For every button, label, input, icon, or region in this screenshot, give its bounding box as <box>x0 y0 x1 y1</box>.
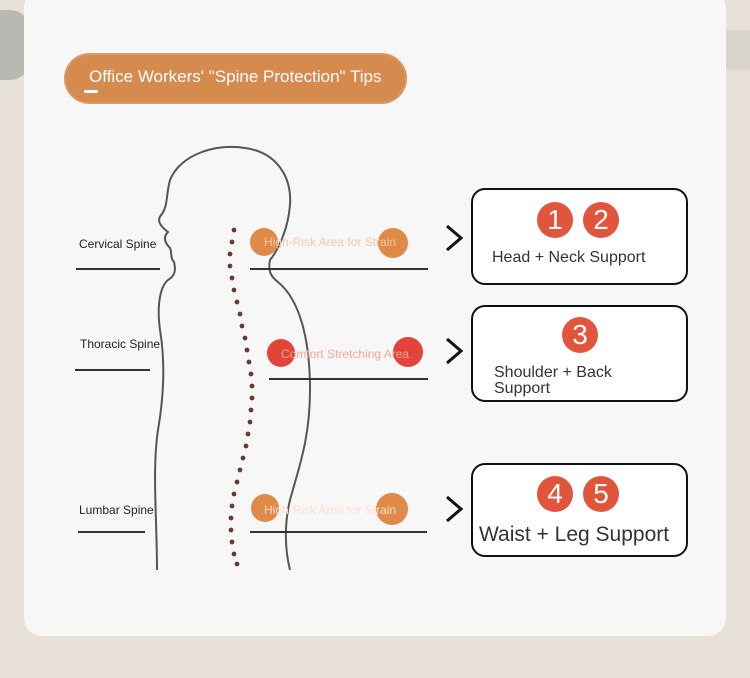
zone-underline <box>250 268 428 270</box>
support-text: Head + Neck Support <box>492 249 646 266</box>
step-badge: 2 <box>583 202 619 238</box>
spine-dots <box>227 227 255 567</box>
step-badge: 3 <box>562 317 598 353</box>
zone-underline <box>269 378 428 380</box>
zone-label: Comfort Stretching Area <box>281 347 410 361</box>
step-badge: 5 <box>583 476 619 512</box>
support-box-shoulder-back: 3 Shoulder + Back Support <box>471 305 688 402</box>
cervical-spine-label: Cervical Spine <box>79 237 157 251</box>
zone-marker-right <box>393 337 423 367</box>
support-text: Waist + Leg Support <box>479 523 670 546</box>
zone-marker-right <box>376 493 408 525</box>
support-text-line2: Support <box>494 380 551 397</box>
zone-marker-left <box>267 339 295 367</box>
chevron-right-icon <box>446 337 464 365</box>
zone-underline <box>250 531 427 533</box>
body-outline <box>154 146 312 571</box>
step-badge: 4 <box>537 476 573 512</box>
chevron-right-icon <box>446 224 464 252</box>
zone-label: High-Risk Area for Strain <box>264 235 397 249</box>
zone-marker-left <box>251 494 279 522</box>
support-box-waist-leg: 4 5 Waist + Leg Support <box>471 463 688 557</box>
title-banner: Office Workers' "Spine Protection" Tips <box>64 53 407 104</box>
zone-label: High-Risk Area for Strain <box>264 503 397 517</box>
zone-marker-right <box>378 228 408 258</box>
chevron-right-icon <box>446 495 464 523</box>
lumbar-spine-label: Lumbar Spine <box>79 503 154 517</box>
support-text-line1: Shoulder + Back <box>494 364 612 381</box>
zone-marker-left <box>250 228 278 256</box>
step-badge: 1 <box>537 202 573 238</box>
label-underline <box>76 268 160 270</box>
support-box-head-neck: 1 2 Head + Neck Support <box>471 188 688 285</box>
title-accent-bar <box>84 90 98 93</box>
label-underline <box>75 369 150 371</box>
label-underline <box>78 531 145 533</box>
thoracic-spine-label: Thoracic Spine <box>80 337 161 351</box>
page-title: Office Workers' "Spine Protection" Tips <box>89 67 382 86</box>
